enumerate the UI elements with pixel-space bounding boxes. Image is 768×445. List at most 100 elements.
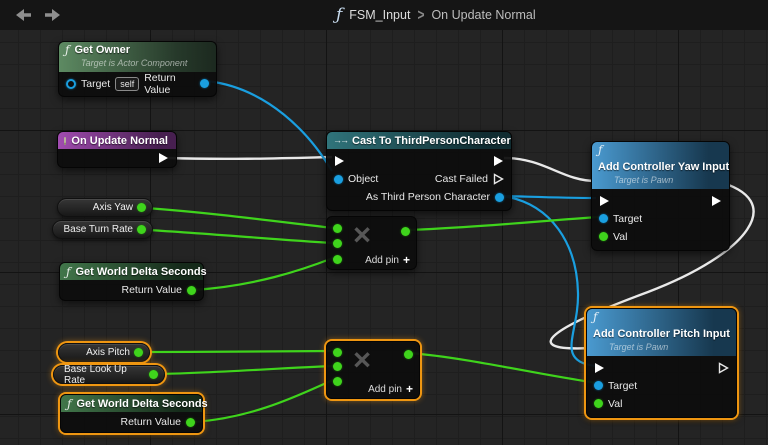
- node-get-axis-pitch[interactable]: Axis Pitch: [58, 343, 150, 362]
- variable-label: Base Look Up Rate: [64, 363, 127, 386]
- pin-cast-failed-output[interactable]: [493, 173, 504, 185]
- pin-multiply-output[interactable]: [401, 227, 410, 236]
- pin-multiply-output[interactable]: [404, 350, 413, 359]
- wire-cast-to-yaw-target: [501, 194, 597, 200]
- node-add-controller-yaw-input[interactable]: ƒ Add Controller Yaw Input Target is Paw…: [591, 141, 730, 251]
- pin-base-look-up-rate-output[interactable]: [149, 370, 158, 379]
- pin-target-input[interactable]: [66, 78, 76, 89]
- wire-cast-to-pitch-target: [501, 194, 597, 368]
- nav-arrows: [14, 7, 62, 23]
- pin-multiply-input-a[interactable]: [333, 224, 342, 233]
- node-title: On Update Normal: [71, 134, 168, 147]
- pin-exec-output[interactable]: [158, 152, 169, 164]
- cast-icon: →→: [333, 135, 349, 145]
- node-get-world-delta-seconds-2[interactable]: ƒ Get World Delta Seconds Return Value: [60, 394, 208, 433]
- function-icon: ƒ: [593, 310, 598, 324]
- breadcrumb: ƒ FSM_Input > On Update Normal: [336, 0, 536, 30]
- node-add-controller-pitch-input[interactable]: ƒ Add Controller Pitch Input Target is P…: [586, 308, 737, 418]
- node-multiply-1[interactable]: × Add pin+: [326, 216, 417, 270]
- function-icon: ƒ: [598, 143, 603, 157]
- wire-base-turn-to-mult1: [147, 228, 334, 245]
- add-pin-button[interactable]: Add pin+: [368, 382, 413, 396]
- pin-multiply-input-a[interactable]: [333, 348, 342, 357]
- pin-multiply-input-b[interactable]: [333, 362, 342, 371]
- pin-exec-output[interactable]: [718, 362, 729, 374]
- node-title: Get World Delta Seconds: [75, 265, 207, 278]
- wire-gwds1-to-mult1: [192, 256, 334, 292]
- wire-mult2-to-pitch-val: [409, 351, 599, 385]
- breadcrumb-blueprint-name[interactable]: FSM_Input: [349, 8, 411, 22]
- node-on-update-normal-event[interactable]: On Update Normal: [57, 131, 177, 168]
- plus-icon: +: [405, 382, 413, 396]
- event-icon: [64, 136, 67, 145]
- pin-return-value-output[interactable]: [186, 417, 195, 427]
- node-subtitle: Target is Actor Component: [81, 58, 188, 68]
- node-title: Get World Delta Seconds: [76, 397, 208, 410]
- variable-label: Axis Pitch: [86, 347, 130, 358]
- multiply-icon: ×: [353, 342, 372, 377]
- add-pin-button[interactable]: Add pin+: [365, 253, 410, 267]
- node-cast-to-thirdpersoncharacter[interactable]: →→ Cast To ThirdPersonCharacter Object C…: [326, 131, 512, 211]
- pin-val-label: Val: [608, 397, 623, 410]
- toolbar: ƒ FSM_Input > On Update Normal: [0, 0, 768, 31]
- breadcrumb-separator-icon: >: [417, 5, 425, 25]
- pin-return-value-output[interactable]: [187, 285, 196, 295]
- node-get-base-turn-rate[interactable]: Base Turn Rate: [52, 220, 153, 239]
- pin-base-turn-rate-output[interactable]: [137, 225, 146, 234]
- pin-multiply-input-c[interactable]: [333, 255, 342, 264]
- node-get-axis-yaw[interactable]: Axis Yaw: [57, 198, 153, 217]
- pin-as-character-label: As Third Person Character: [365, 191, 490, 203]
- wire-base-look-to-mult2: [155, 364, 334, 376]
- node-header: ƒ Get World Delta Seconds: [61, 395, 208, 412]
- pin-exec-input[interactable]: [594, 362, 605, 374]
- pin-val-label: Val: [613, 230, 628, 243]
- pin-return-value-label: Return Value: [144, 71, 176, 96]
- self-context-chip[interactable]: self: [115, 76, 140, 91]
- pin-cast-failed-label: Cast Failed: [434, 173, 488, 185]
- pin-return-value-label: Return Value: [121, 284, 182, 296]
- forward-icon[interactable]: [44, 7, 62, 23]
- function-icon: ƒ: [65, 43, 70, 57]
- node-title: Cast To ThirdPersonCharacter: [352, 134, 511, 147]
- function-icon: ƒ: [66, 264, 71, 279]
- node-title: Add Controller Yaw Input: [598, 161, 730, 173]
- pin-val-input[interactable]: [594, 399, 603, 409]
- node-get-owner[interactable]: ƒ Get Owner Target is Actor Component Ta…: [58, 41, 217, 97]
- breadcrumb-current-graph[interactable]: On Update Normal: [431, 8, 536, 22]
- wire-owner-to-cast-object: [206, 79, 333, 172]
- function-icon: ƒ: [336, 5, 343, 25]
- pin-exec-output[interactable]: [711, 195, 722, 207]
- variable-label: Base Turn Rate: [63, 224, 133, 235]
- pin-target-label: Target: [81, 77, 111, 90]
- wire-axis-pitch-to-mult2: [144, 349, 334, 354]
- node-get-world-delta-seconds-1[interactable]: ƒ Get World Delta Seconds Return Value: [59, 262, 207, 301]
- pin-target-label: Target: [608, 379, 638, 392]
- pin-object-label: Object: [348, 173, 379, 185]
- pin-exec-input[interactable]: [599, 195, 610, 207]
- node-multiply-2[interactable]: × Add pin+: [326, 341, 420, 399]
- pin-multiply-input-b[interactable]: [333, 239, 342, 248]
- wire-mult1-to-yaw-val: [405, 215, 599, 232]
- pin-exec-output[interactable]: [493, 155, 504, 167]
- pin-val-input[interactable]: [599, 232, 608, 242]
- pin-object-input[interactable]: [334, 174, 343, 184]
- wire-axis-yaw-to-mult1: [145, 206, 334, 230]
- node-title: Get Owner: [74, 44, 131, 56]
- pin-axis-pitch-output[interactable]: [134, 348, 143, 357]
- pin-return-value-output[interactable]: [200, 79, 209, 89]
- pin-multiply-input-c[interactable]: [333, 377, 342, 386]
- pin-as-third-person-character-output[interactable]: [495, 192, 504, 202]
- pin-axis-yaw-output[interactable]: [137, 203, 146, 212]
- wire-exec-cast-to-yaw: [503, 156, 597, 183]
- pin-target-label: Target: [613, 212, 643, 225]
- wire-exec-event-to-cast: [167, 155, 333, 161]
- pin-target-input[interactable]: [599, 214, 608, 224]
- blueprint-graph-canvas[interactable]: ƒ Get Owner Target is Actor Component Ta…: [0, 30, 768, 445]
- pin-exec-input[interactable]: [334, 155, 345, 167]
- back-icon[interactable]: [14, 7, 32, 23]
- node-subtitle: Target is Pawn: [614, 175, 674, 185]
- variable-label: Axis Yaw: [92, 202, 133, 213]
- pin-target-input[interactable]: [594, 381, 603, 391]
- node-get-base-look-up-rate[interactable]: Base Look Up Rate: [53, 363, 165, 386]
- node-header: →→ Cast To ThirdPersonCharacter: [327, 132, 511, 149]
